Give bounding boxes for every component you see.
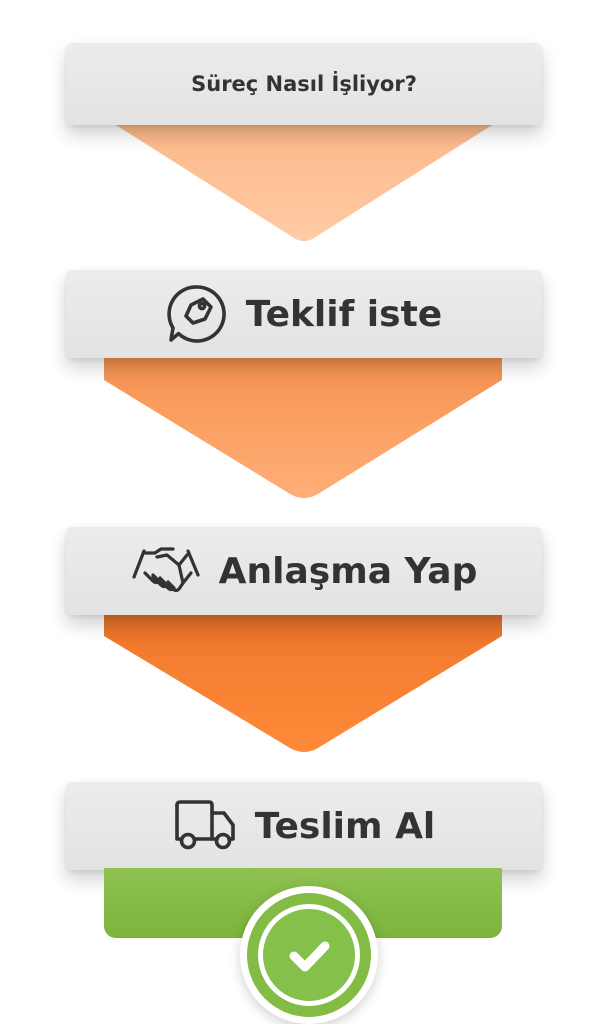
check-badge	[240, 886, 378, 1024]
delivery-truck-icon	[173, 799, 237, 853]
title-bar: Süreç Nasıl İşliyor?	[66, 43, 542, 125]
arrow-step-3	[104, 610, 502, 752]
step-anlasma-yap: Anlaşma Yap	[66, 527, 542, 615]
check-badge-ring	[247, 893, 371, 1017]
check-circle-icon	[289, 941, 330, 972]
page-title: Süreç Nasıl İşliyor?	[191, 72, 417, 96]
step-teklif-iste: Teklif iste	[66, 270, 542, 358]
step-label: Teslim Al	[254, 805, 436, 847]
check-badge-core	[258, 904, 360, 1006]
arrow-step-1	[108, 120, 500, 241]
price-tag-chat-icon	[166, 283, 228, 345]
handshake-icon	[131, 543, 201, 599]
step-label: Anlaşma Yap	[218, 550, 478, 592]
step-label: Teklif iste	[245, 293, 443, 335]
arrow-step-2	[104, 355, 502, 498]
step-teslim-al: Teslim Al	[66, 782, 542, 870]
